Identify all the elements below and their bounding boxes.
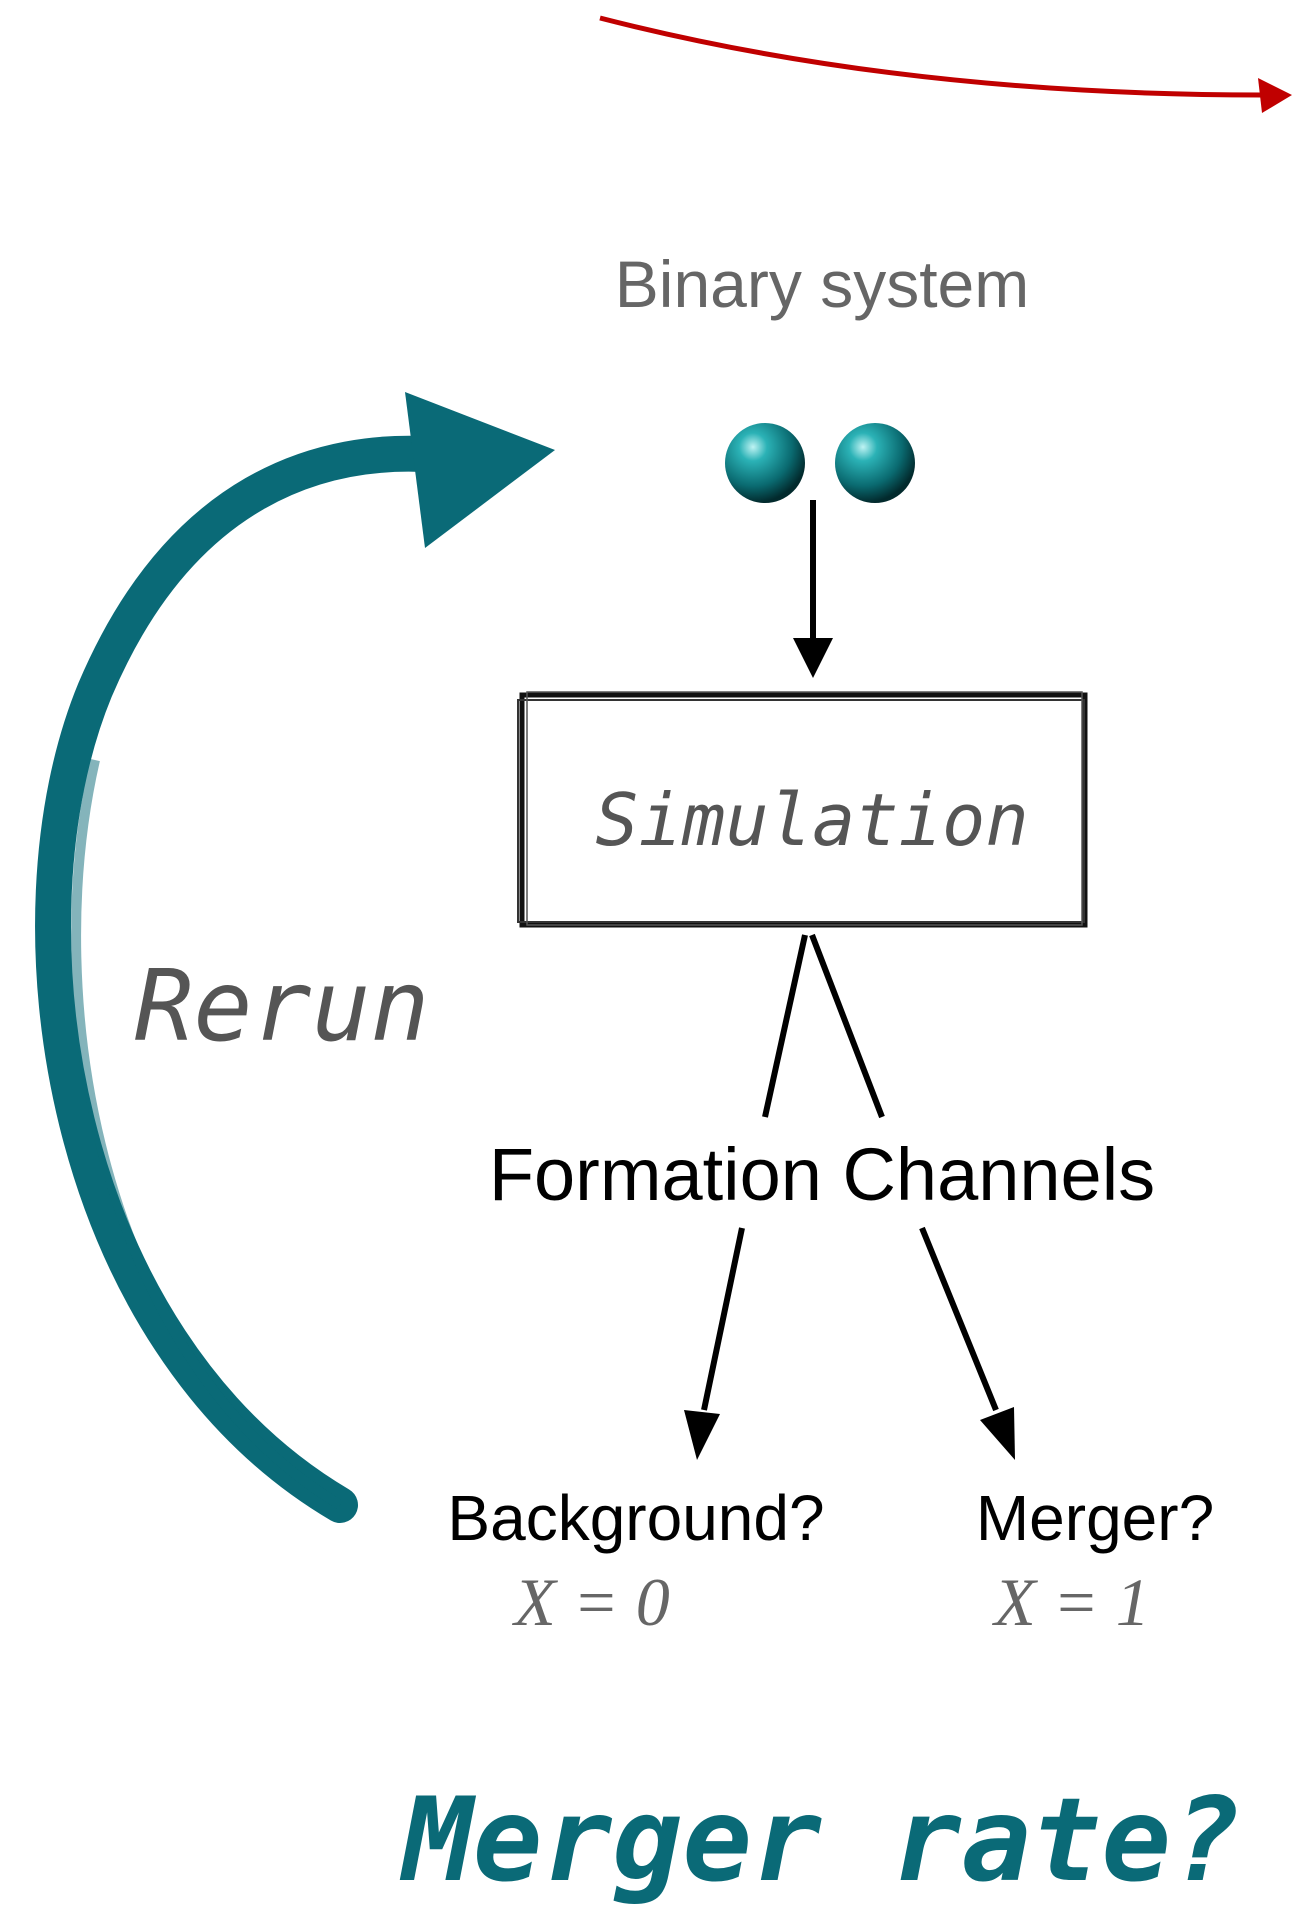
arrow-to-merger [919, 1226, 1015, 1460]
rerun-label: Rerun [134, 950, 429, 1064]
binary-system-label: Binary system [615, 247, 1029, 321]
merger-label: Merger? [976, 1482, 1214, 1554]
rerun-arrow [35, 392, 555, 1523]
red-arrow [599, 15, 1292, 113]
arrow-to-simulation [793, 500, 833, 678]
binary-stars-icon [725, 423, 915, 503]
formation-channels-label: Formation Channels [489, 1133, 1155, 1216]
merger-rate-label: Merger rate? [399, 1773, 1241, 1908]
simulation-box [517, 691, 1088, 928]
background-label: Background? [447, 1482, 824, 1554]
simulation-branch-lines [762, 933, 885, 1119]
merger-value: X = 1 [991, 1564, 1149, 1640]
simulation-label: Simulation [595, 778, 1028, 862]
background-value: X = 0 [511, 1564, 669, 1640]
arrow-to-background [684, 1227, 745, 1460]
